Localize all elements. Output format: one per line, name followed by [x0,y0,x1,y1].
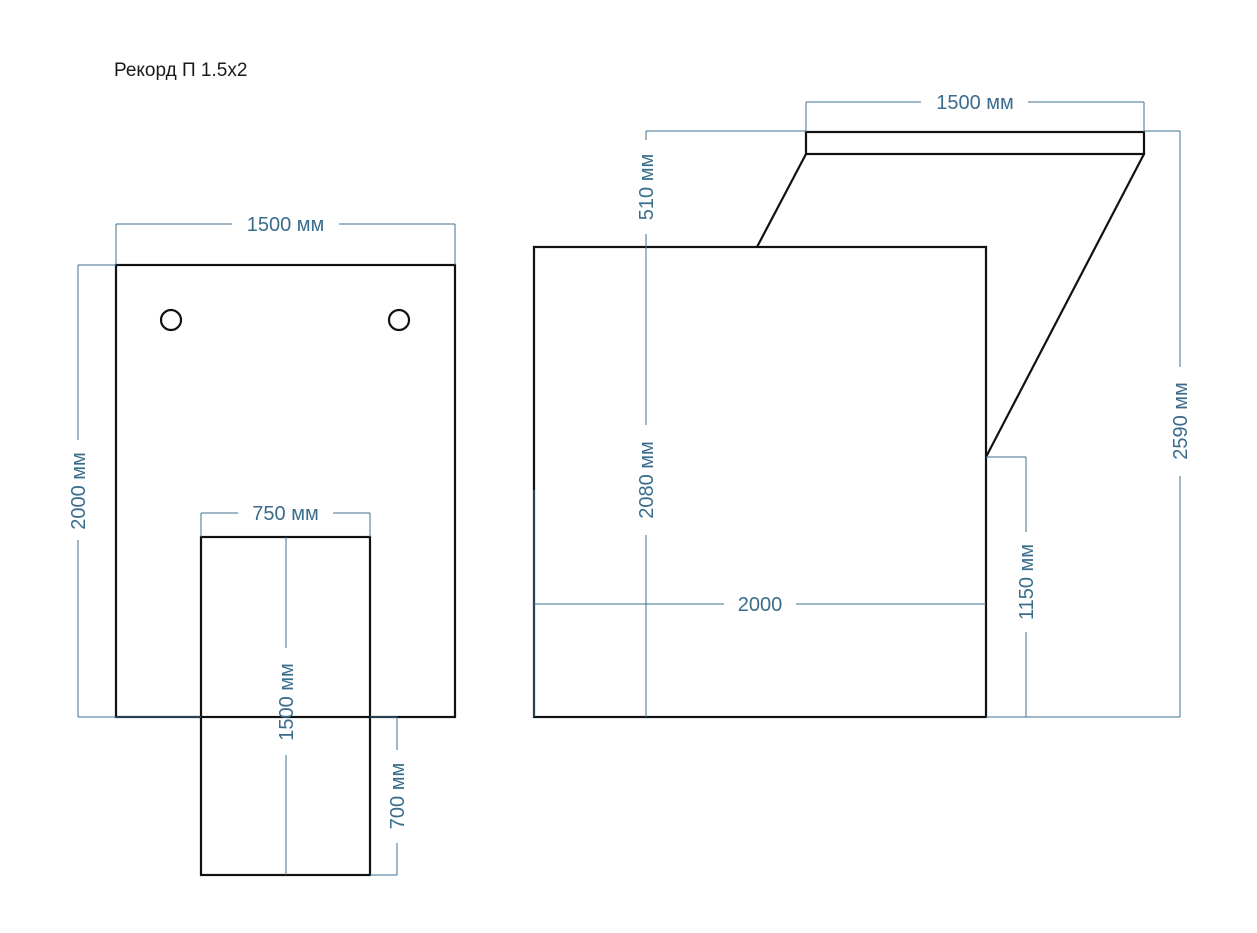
dimension-depth: 2000 [533,490,986,717]
side-panel [532,245,988,719]
mount-hole-left [159,308,183,332]
slide-overhang-label: 700 мм [387,763,409,829]
dimension-total-height: 2590 мм [1026,130,1192,718]
roof-width-label: 1500 мм [936,92,1014,114]
front-view: 1500 мм 2000 мм 750 мм 1500 мм [68,214,457,877]
roof-top [804,130,1146,156]
dimension-roof-width: 1500 мм [805,92,1145,132]
dimension-roof-height: 510 мм [636,130,806,247]
roof-strut-front [756,153,807,248]
lower-height-label: 1150 мм [1016,544,1038,620]
front-width-label: 1500 мм [247,214,325,236]
front-panel [114,263,457,719]
dimension-lower-height: 1150 мм [986,456,1038,718]
front-height-label: 2000 мм [68,452,90,530]
dimension-slide-length: 1500 мм [276,537,298,875]
dimension-slide-width: 750 мм [200,503,371,537]
dimension-body-height: 2080 мм [636,247,658,717]
depth-label: 2000 [738,594,783,616]
roof-height-label: 510 мм [636,154,658,220]
diagram-title: Рекорд П 1.5х2 [114,60,248,81]
mount-hole-right [387,308,411,332]
slide-length-label: 1500 мм [276,663,298,741]
roof-strut-back [985,153,1145,458]
total-height-label: 2590 мм [1170,382,1192,460]
dimension-slide-overhang: 700 мм [370,716,409,876]
slide-width-label: 750 мм [252,503,318,525]
side-view: 1500 мм 510 мм 2080 мм 2590 мм [532,92,1192,719]
dimension-front-width: 1500 мм [115,214,456,265]
body-height-label: 2080 мм [636,441,658,519]
dimension-front-height: 2000 мм [68,264,201,718]
